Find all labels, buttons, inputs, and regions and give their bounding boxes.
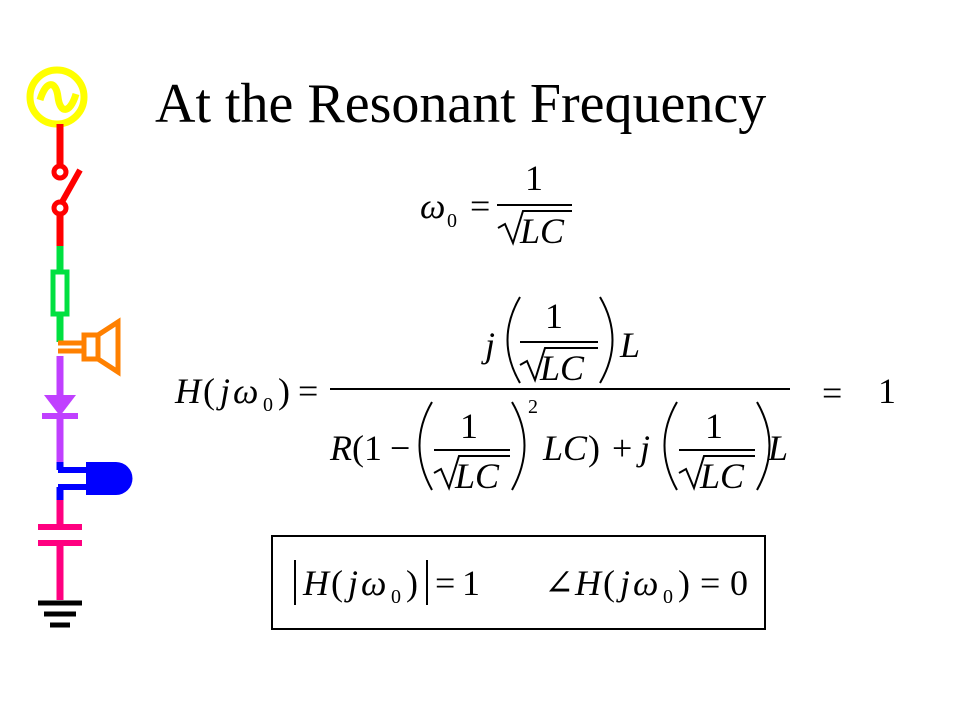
diode-icon: [42, 356, 78, 462]
den-LC-b: LC: [543, 428, 588, 468]
ang-H: H: [575, 563, 601, 603]
omega0-equals: =: [470, 186, 491, 226]
ang-subscript: 0: [663, 586, 673, 608]
result-value: 1: [878, 371, 896, 411]
omega0-subscript: 0: [447, 210, 457, 232]
angle-icon: ∠: [544, 563, 575, 603]
slide-title: At the Resonant Frequency: [155, 73, 767, 135]
speaker-icon: [58, 317, 121, 377]
switch-icon: [51, 124, 83, 246]
result-box: [271, 535, 766, 630]
omega0-numerator: 1: [525, 158, 543, 198]
mag-value: 1: [462, 563, 480, 603]
lhs-equals: =: [298, 371, 319, 411]
mag-j: j: [348, 563, 359, 603]
num-LC: LC: [540, 348, 585, 388]
den-L: L: [768, 428, 789, 468]
den-R: R: [330, 428, 352, 468]
ang-open-paren: (: [603, 563, 615, 603]
mag-H: H: [303, 563, 329, 603]
lhs-omega: ω: [233, 371, 259, 411]
den-plus: +: [612, 428, 633, 468]
lhs-close-paren: ): [278, 371, 290, 411]
lhs-H: H: [175, 371, 201, 411]
ang-value: 0: [730, 563, 748, 603]
den-exponent: 2: [528, 396, 538, 418]
omega0-radicand: LC: [520, 211, 565, 251]
lhs-j: j: [220, 371, 231, 411]
lhs-open-paren: (: [203, 371, 215, 411]
den-one-b: 1: [705, 406, 723, 446]
den-close: ): [588, 428, 600, 468]
mag-close-paren: ): [406, 563, 418, 603]
den-one-a: 1: [460, 406, 478, 446]
ang-close-paren: ): [678, 563, 690, 603]
result-equals: =: [822, 373, 843, 413]
num-L: L: [620, 325, 641, 365]
ang-equals: =: [700, 563, 721, 603]
den-LC-a: LC: [455, 456, 500, 496]
den-minus: −: [390, 428, 411, 468]
ang-j: j: [620, 563, 631, 603]
num-j: j: [485, 325, 496, 365]
mag-equals: =: [435, 563, 456, 603]
ang-omega: ω: [633, 563, 659, 603]
num-one: 1: [545, 296, 563, 336]
resistor-icon: [50, 246, 70, 342]
den-LC-c: LC: [700, 456, 745, 496]
mag-open-paren: (: [331, 563, 343, 603]
mag-subscript: 0: [391, 586, 401, 608]
den-j: j: [640, 428, 651, 468]
ground-icon: [38, 600, 82, 628]
lhs-subscript: 0: [263, 394, 273, 416]
den-open: (1: [352, 428, 382, 468]
capacitor-icon: [38, 500, 82, 600]
omega0-symbol: ω: [420, 186, 446, 226]
led-icon: [56, 462, 133, 500]
mag-omega: ω: [361, 563, 387, 603]
